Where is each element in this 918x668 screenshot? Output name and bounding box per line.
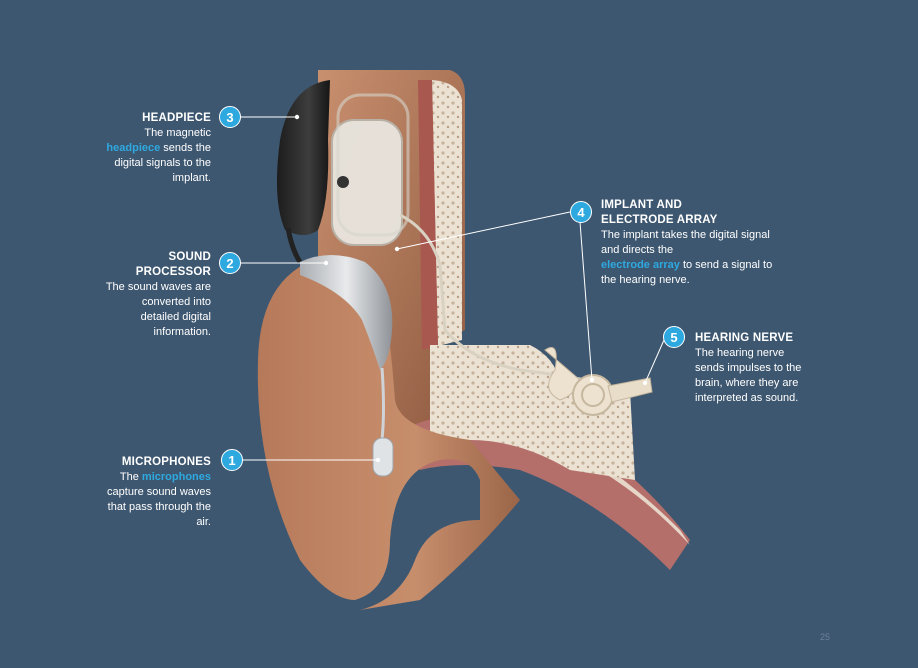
badge-headpiece: 3	[219, 106, 241, 128]
microphone-piece	[372, 437, 394, 477]
nerve-text: The hearing nerve sends impulses to the …	[695, 347, 802, 404]
outer-ear	[257, 255, 520, 610]
hearing-nerve-shape	[607, 377, 653, 403]
headpiece-highlight: headpiece	[106, 142, 161, 154]
implant-title-1: IMPLANT AND	[601, 199, 682, 211]
sound-processor-title-2: PROCESSOR	[135, 266, 211, 278]
headpiece-shape	[276, 80, 330, 235]
callout-lines	[240, 116, 665, 461]
badge-nerve: 5	[663, 326, 685, 348]
badge-microphones: 1	[221, 449, 243, 471]
implant-label: IMPLANT AND ELECTRODE ARRAY The implant …	[601, 198, 776, 288]
implant-text-after: to send a signal to the hearing nerve.	[601, 259, 773, 286]
microphones-text-before: The	[119, 471, 142, 483]
sound-processor-title-1: SOUND	[168, 251, 211, 263]
headpiece-cable	[285, 227, 303, 264]
muscle-layer	[418, 80, 438, 350]
processor-cable	[380, 367, 385, 441]
microphones-title: MICROPHONES	[121, 456, 211, 468]
microphones-label: MICROPHONES The microphones capture soun…	[101, 455, 211, 530]
headpiece-text-after: sends the digital signals to the implant…	[114, 142, 211, 184]
implant-body	[331, 119, 403, 246]
badge-sound-processor: 2	[219, 252, 241, 274]
temporal-bone	[430, 345, 635, 480]
badge-implant: 4	[570, 201, 592, 223]
nerve-title: HEARING NERVE	[695, 332, 794, 344]
nerve-label: HEARING NERVE The hearing nerve sends im…	[695, 331, 813, 406]
microphones-text-after: capture sound waves that pass through th…	[107, 486, 211, 528]
sound-processor-label: SOUND PROCESSOR The sound waves are conv…	[101, 250, 211, 340]
sound-processor-text: The sound waves are converted into detai…	[105, 281, 211, 338]
headpiece-text-before: The magnetic	[144, 127, 211, 139]
implant-title-2: ELECTRODE ARRAY	[601, 214, 718, 226]
sound-processor-shape	[300, 255, 393, 370]
skull-bone	[432, 80, 462, 346]
headpiece-label: HEADPIECE The magnetic headpiece sends t…	[101, 111, 211, 186]
microphones-highlight: microphones	[141, 471, 211, 483]
headpiece-title: HEADPIECE	[142, 112, 211, 124]
implant-text-before: The implant takes the digital signal and…	[601, 229, 770, 256]
page-number: 25	[819, 632, 830, 642]
implant-highlight: electrode array	[601, 259, 680, 271]
